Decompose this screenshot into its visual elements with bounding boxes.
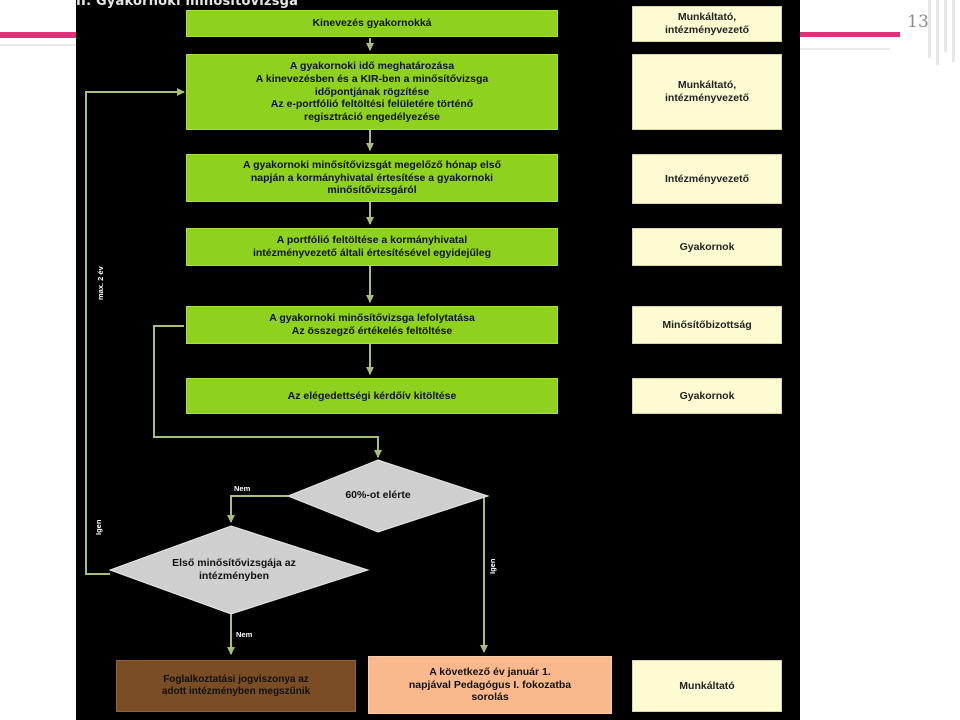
outcome-terminated: Foglalkoztatási jogviszonya az adott int… (116, 660, 356, 712)
decision-1-label: 60%-ot elérte (345, 489, 411, 501)
page-number: 13 (907, 12, 929, 32)
responsible-step-6: Gyakornok (632, 378, 782, 414)
diagram-title: II. Gyakornoki minősítővizsga (76, 0, 299, 9)
responsible-step-4: Gyakornok (632, 228, 782, 266)
divider-right (800, 48, 890, 50)
step-appointment: Kinevezés gyakornokká (186, 10, 558, 37)
divider-left (0, 44, 76, 46)
edge-label-yes-1: Igen (488, 558, 497, 574)
step-exam: A gyakornoki minősítővizsga lefolytatása… (186, 306, 558, 344)
decision-diamond-1 (286, 459, 490, 533)
decision-2-label: Első minősítővizsgája az intézményben (172, 557, 296, 583)
step-notify-government-office: A gyakornoki minősítővizsgát megelőző hó… (186, 154, 558, 202)
connector-decision1-no (227, 495, 288, 523)
flowchart-connectors (85, 38, 490, 655)
flowchart-panel: II. Gyakornoki minősítővizsga Kinevezés … (76, 0, 800, 720)
connector-decision2-yes-loop (85, 88, 185, 575)
accent-bar-right (800, 32, 900, 37)
connector-5-decision1 (153, 325, 382, 458)
edge-label-yes-2: Igen (94, 519, 103, 535)
responsible-step-5: Minősítőbizottság (632, 306, 782, 344)
edge-label-no-1: Nem (234, 484, 251, 493)
step-portfolio-upload: A portfólió feltöltése a kormányhivatal … (186, 228, 558, 266)
loop-duration-label: max. 2 év (96, 266, 105, 300)
edge-label-no-2: Nem (236, 630, 253, 639)
step-internship-period: A gyakornoki idő meghatározása A kinevez… (186, 54, 558, 130)
responsible-step-1: Munkáltató, intézményvezető (632, 6, 782, 42)
step-satisfaction-survey: Az elégedettségi kérdőív kitöltése (186, 378, 558, 414)
responsible-step-2: Munkáltató, intézményvezető (632, 54, 782, 130)
accent-bar-left (0, 32, 76, 38)
outcome-promoted: A következő év január 1. napjával Pedagó… (368, 656, 612, 714)
responsible-step-3: Intézményvezető (632, 154, 782, 204)
decision-diamond-2 (108, 525, 370, 615)
decorative-bars (928, 0, 958, 65)
responsible-outcome: Munkáltató (632, 660, 782, 712)
